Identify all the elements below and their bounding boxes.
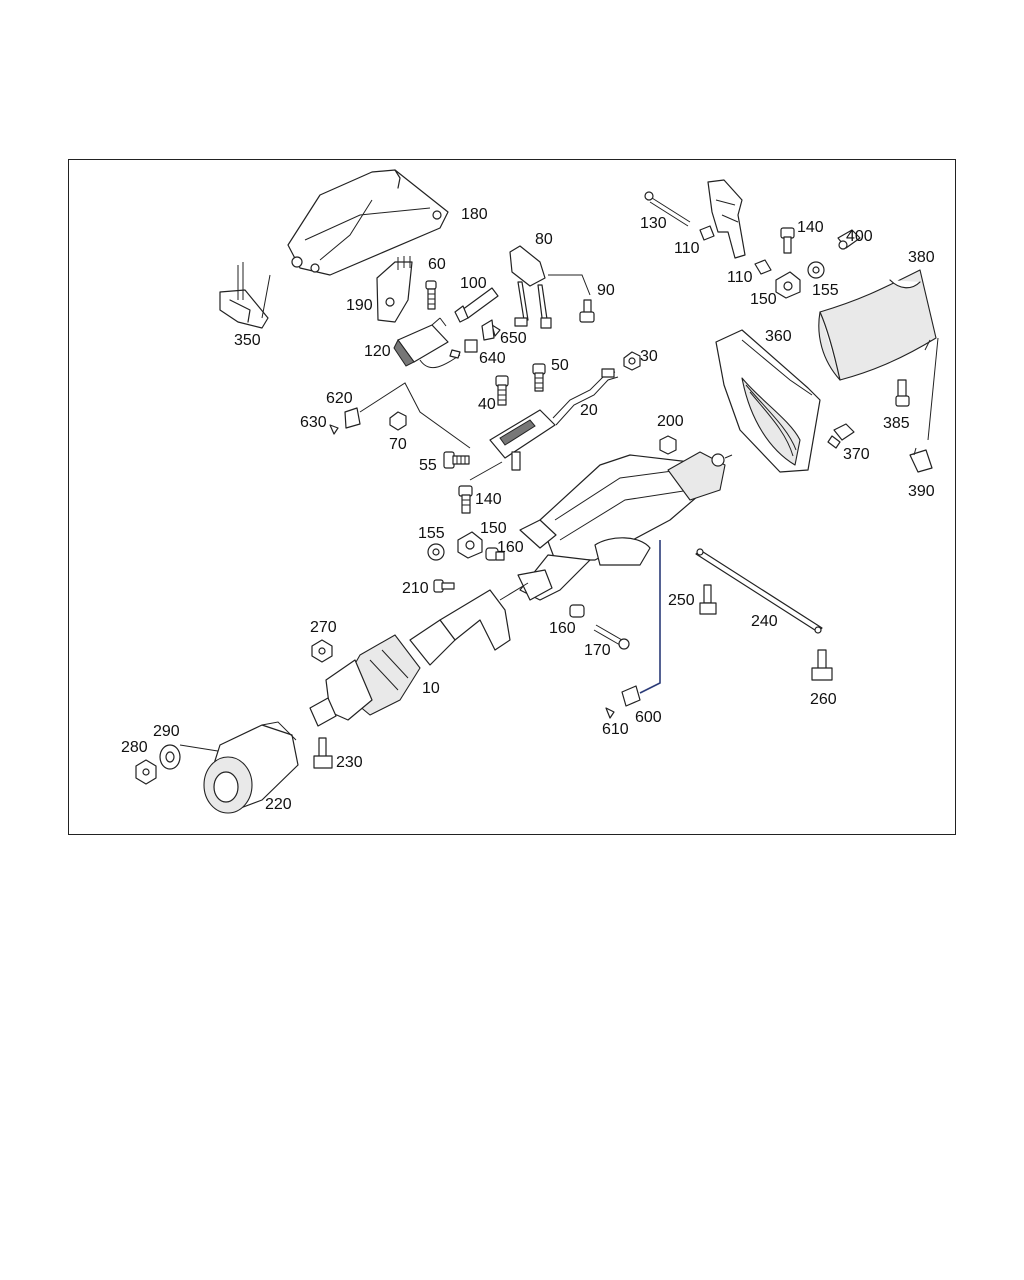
label-60: 60 [428,256,446,273]
part-20-actuator [469,368,619,481]
part-120-motor [393,317,461,369]
label-400: 400 [846,228,873,245]
label-30: 30 [640,348,658,365]
label-20: 20 [580,402,598,419]
part-180-bracket [287,169,449,276]
part-230-bolt [313,737,333,769]
part-110-nut-b [754,259,772,275]
label-630: 630 [300,414,327,431]
part-380-cover [818,269,939,441]
label-90: 90 [597,282,615,299]
part-290-washer [159,744,225,770]
label-50: 50 [551,357,569,374]
label-70: 70 [389,436,407,453]
label-620: 620 [326,390,353,407]
part-55-screw [443,451,470,469]
label-385: 385 [883,415,910,432]
label-610: 610 [602,721,629,738]
part-150-nut-a [775,271,801,299]
part-70-nut [389,411,407,431]
label-150-mid: 150 [480,520,507,537]
part-160-bushing-a [485,547,505,561]
main-column-assembly [309,451,733,727]
label-210: 210 [402,580,429,597]
part-370-bolt [827,423,855,449]
label-130: 130 [640,215,667,232]
part-385-bolt [895,379,910,407]
label-100: 100 [460,275,487,292]
part-90-bolt [579,299,595,323]
label-240: 240 [751,613,778,630]
part-240-strut [695,548,823,634]
label-120: 120 [364,343,391,360]
label-40: 40 [478,396,496,413]
part-100-sleeve [454,287,499,323]
label-650: 650 [500,330,527,347]
label-280: 280 [121,739,148,756]
part-640-650 [449,319,501,359]
label-230: 230 [336,754,363,771]
label-270: 270 [310,619,337,636]
label-360: 360 [765,328,792,345]
label-640: 640 [479,350,506,367]
part-155-washer-b [427,543,445,561]
label-180: 180 [461,206,488,223]
part-150-nut-b [457,531,483,559]
label-170: 170 [584,642,611,659]
part-110-nut-a [699,225,715,241]
part-40-bolt [495,375,509,406]
label-290: 290 [153,723,180,740]
part-155-washer-a [807,261,825,279]
part-50-bolt [532,363,546,392]
label-250: 250 [668,592,695,609]
label-160-mid: 160 [497,539,524,556]
label-155-mid: 155 [418,525,445,542]
part-140-bolt-a [780,227,795,254]
label-55: 55 [419,457,437,474]
part-620-630 [329,382,471,449]
part-260-bolt [811,649,833,681]
part-140-bolt-b [458,485,473,514]
part-250-bolt [699,584,717,615]
part-80-bracket [509,245,591,329]
label-350: 350 [234,332,261,349]
part-top-right-bracket [707,179,746,259]
part-200-nut [659,435,677,455]
label-220: 220 [265,796,292,813]
label-80: 80 [535,231,553,248]
label-200: 200 [657,413,684,430]
label-260: 260 [810,691,837,708]
part-160-bushing-b [569,604,585,618]
label-140-top: 140 [797,219,824,236]
label-140-mid: 140 [475,491,502,508]
part-400-clip [837,229,861,250]
part-270-nut [311,639,333,663]
label-600: 600 [635,709,662,726]
label-380: 380 [908,249,935,266]
label-390: 390 [908,483,935,500]
label-370: 370 [843,446,870,463]
part-280-nut [135,759,157,785]
part-30-nut [623,351,641,371]
part-210-screw [433,579,455,593]
part-190-plate [376,256,413,323]
label-10: 10 [422,680,440,697]
part-350-clip [219,262,271,329]
part-600-610 [605,540,661,719]
part-390-clip [909,447,933,473]
part-220-coupling [203,721,299,814]
part-130-bolt [644,191,691,227]
part-360-shroud [715,329,821,473]
label-155-top: 155 [812,282,839,299]
label-160-low: 160 [549,620,576,637]
label-190: 190 [346,297,373,314]
part-60-bolt [425,280,437,310]
label-110-mid: 110 [727,269,753,286]
label-110-top: 110 [674,240,700,257]
label-150-top: 150 [750,291,777,308]
part-170-bolt [593,624,630,650]
